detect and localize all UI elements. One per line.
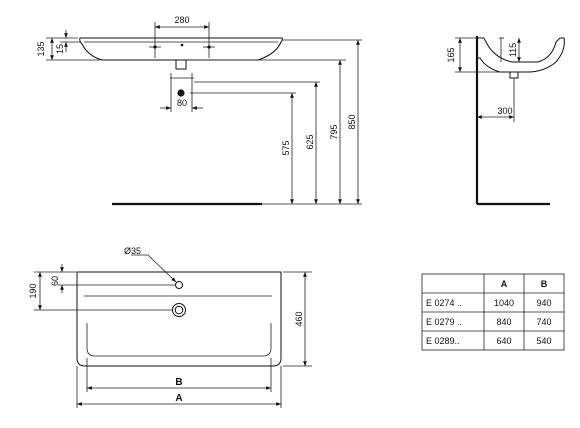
tap-hole [175, 281, 183, 289]
dim-rim-thickness: 15 [55, 44, 65, 54]
svg-text:940: 940 [536, 298, 551, 308]
svg-text:840: 840 [496, 317, 511, 327]
svg-text:E 0289..: E 0289.. [426, 336, 460, 346]
basin-top-outline [76, 271, 282, 367]
dim-side-depth: 300 [497, 106, 512, 116]
table-row: E 0289.. 640 540 [426, 336, 552, 346]
dim-side-bowl: 115 [508, 43, 518, 57]
table-row: E 0274 .. 1040 940 [426, 298, 552, 308]
dim-drain-offset: 80 [177, 98, 187, 108]
dim-h-795: 795 [329, 124, 339, 139]
basin-front-outline [79, 37, 283, 61]
front-view: 280 135 15 80 575 625 795 850 [36, 15, 362, 206]
top-view: Ø35 60 190 460 B A [28, 246, 312, 408]
dim-rim-height: 135 [36, 41, 46, 56]
table-header-a: A [501, 279, 508, 289]
dim-h-850: 850 [347, 114, 357, 129]
size-table: A B E 0274 .. 1040 940 E 0279 .. 840 740… [421, 273, 565, 351]
dim-hole-diameter: Ø35 [124, 246, 141, 256]
drain-stub [175, 59, 187, 70]
svg-text:1040: 1040 [494, 298, 514, 308]
dim-h-575: 575 [281, 140, 291, 155]
faucet-hole-right [203, 22, 215, 58]
side-view: 165 115 300 [446, 36, 565, 206]
dim-h-625: 625 [305, 134, 315, 149]
table-header-b: B [541, 279, 548, 289]
dim-side-height: 165 [446, 47, 456, 62]
label-b: B [175, 377, 182, 388]
dim-faucet-spacing: 280 [174, 15, 189, 25]
drain-hole [172, 303, 186, 317]
dim-top-depth: 460 [294, 311, 304, 326]
svg-text:640: 640 [496, 336, 511, 346]
label-a: A [175, 393, 182, 404]
dim-hole-offset: 60 [50, 276, 60, 286]
svg-text:E 0274 ..: E 0274 .. [426, 298, 462, 308]
basin-side-profile [477, 37, 565, 73]
drain-connection [177, 89, 185, 97]
svg-text:540: 540 [536, 336, 551, 346]
table-row: E 0279 .. 840 740 [426, 317, 552, 327]
svg-text:E 0279 ..: E 0279 .. [426, 317, 462, 327]
dim-back: 190 [28, 283, 38, 298]
svg-text:740: 740 [536, 317, 551, 327]
